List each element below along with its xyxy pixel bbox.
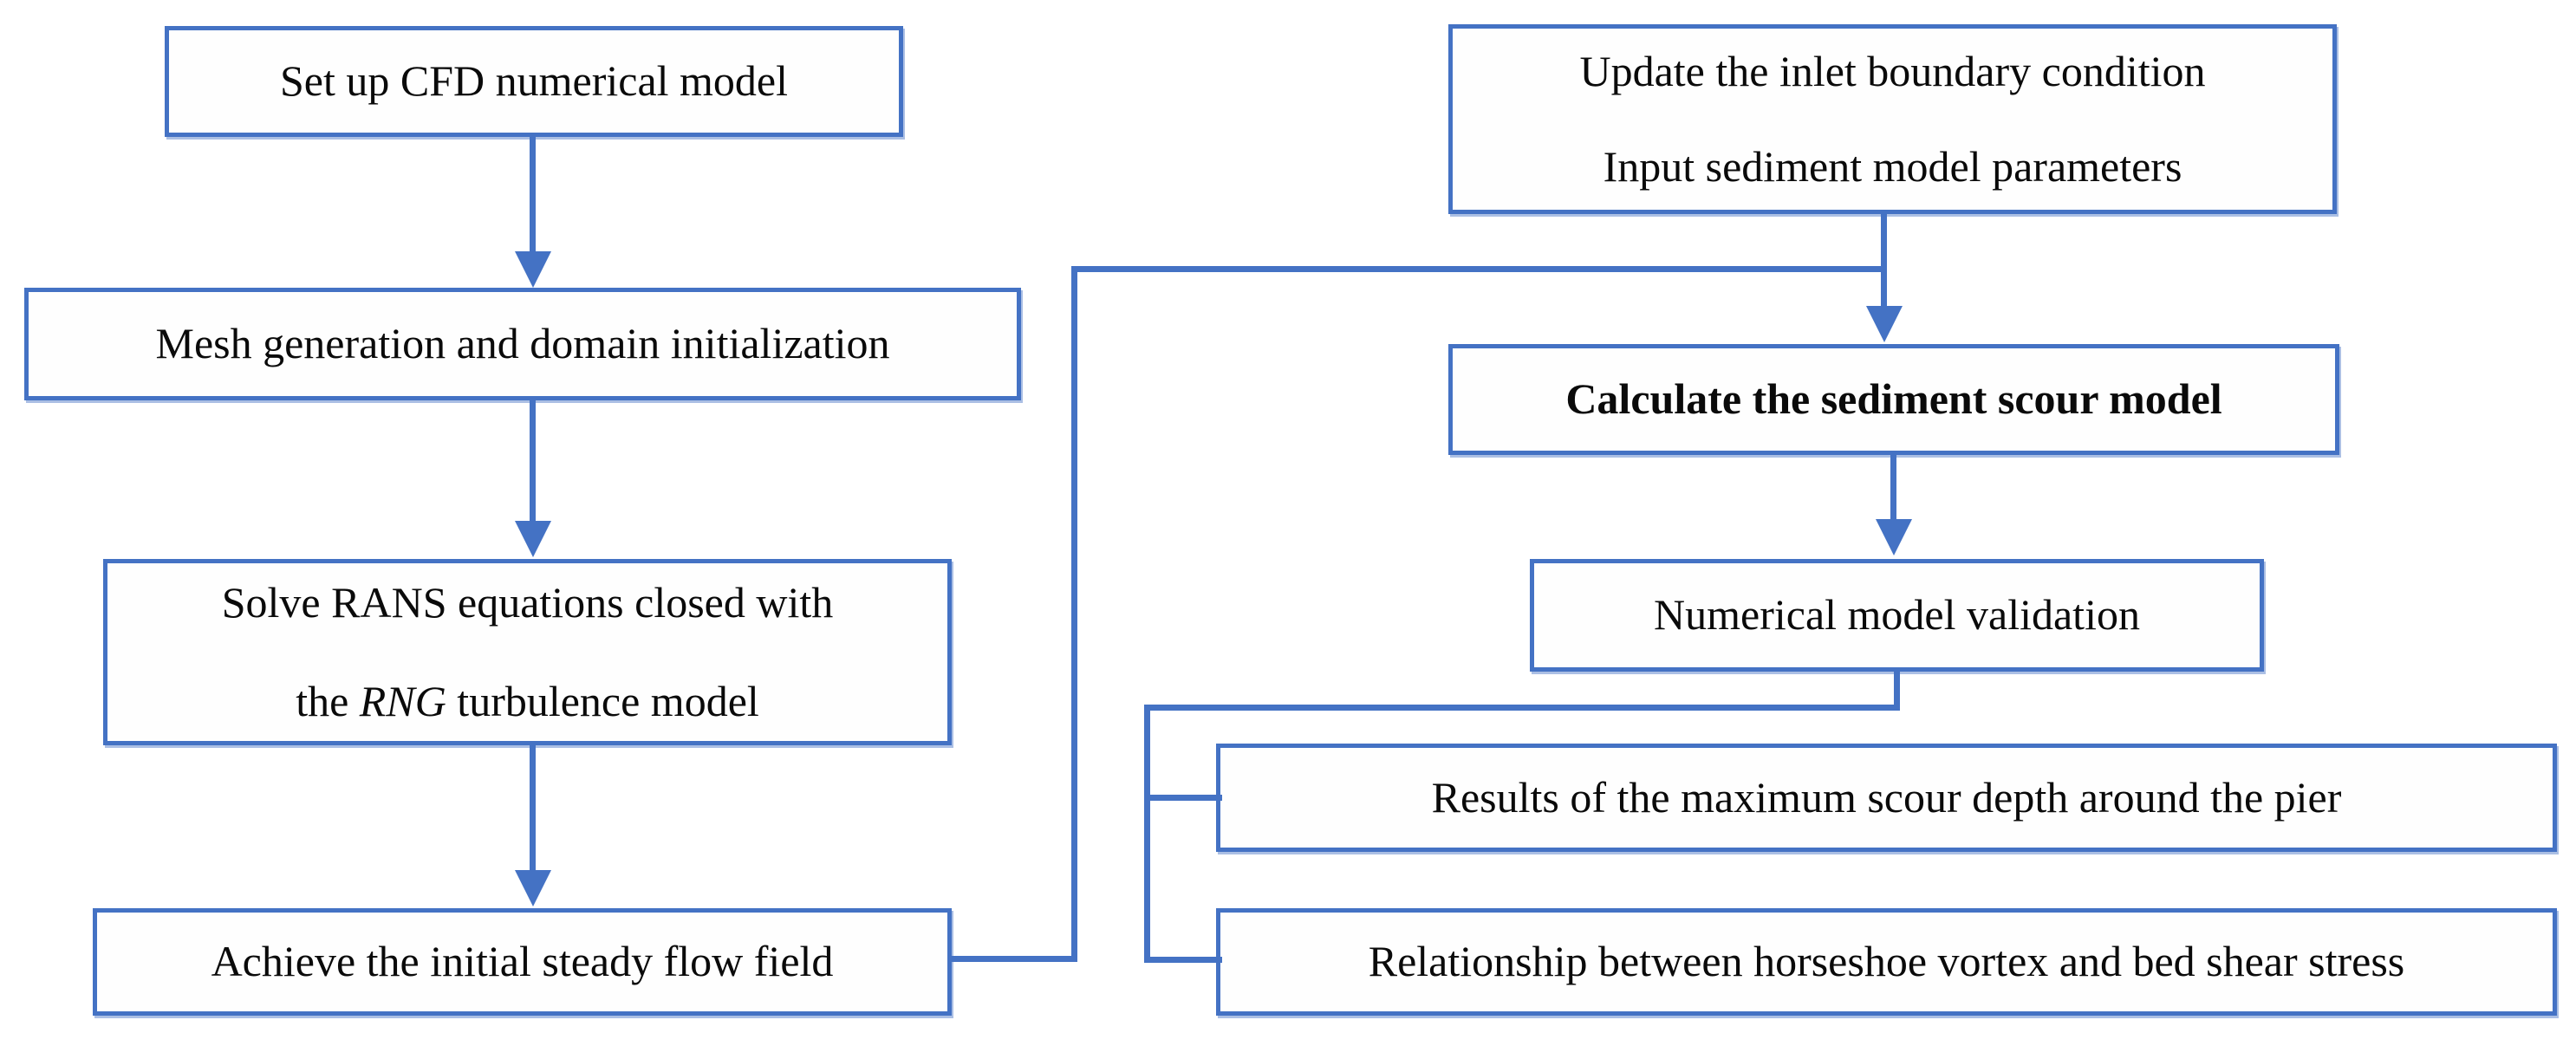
- edge-mesh-to-rans-arrowhead-icon: [515, 521, 551, 557]
- node-setup-cfd-model: Set up CFD numerical model: [165, 26, 903, 137]
- node-horseshoe-vortex-relationship-label: Relationship between horseshoe vortex an…: [1368, 937, 2405, 986]
- edge-setup-to-mesh-line: [530, 137, 536, 255]
- node-numerical-validation-label: Numerical model validation: [1654, 590, 2140, 640]
- edge-update-to-calculate-arrowhead-icon: [1866, 306, 1903, 342]
- node-mesh-generation: Mesh generation and domain initializatio…: [24, 288, 1021, 400]
- edge-loop-vertical-line: [1071, 266, 1077, 962]
- node-update-inlet-line1: Update the inlet boundary condition: [1579, 47, 2206, 95]
- node-setup-cfd-model-label: Set up CFD numerical model: [279, 56, 789, 106]
- node-solve-rans-line2: the RNG turbulence model: [296, 676, 759, 725]
- edge-validation-drop-line: [1894, 672, 1900, 711]
- edge-loop-top-horizontal-line: [1071, 266, 1887, 272]
- node-solve-rans-line1: Solve RANS equations closed with: [221, 578, 834, 627]
- edge-branch-to-results-stub-line: [1144, 795, 1222, 801]
- node-achieve-steady-flow: Achieve the initial steady flow field: [93, 908, 952, 1016]
- node-calculate-sediment-scour-label: Calculate the sediment scour model: [1565, 374, 2222, 424]
- node-solve-rans: Solve RANS equations closed with the RNG…: [103, 559, 952, 745]
- node-horseshoe-vortex-relationship: Relationship between horseshoe vortex an…: [1216, 908, 2557, 1016]
- edge-update-to-calculate-line: [1881, 214, 1887, 308]
- node-numerical-validation: Numerical model validation: [1530, 559, 2264, 672]
- edge-branch-to-relationship-stub-line: [1144, 957, 1222, 963]
- edge-calculate-to-validation-line: [1890, 455, 1896, 523]
- edge-achieve-stub-line: [952, 956, 1077, 962]
- node-update-inlet-line2: Input sediment model parameters: [1603, 141, 2182, 191]
- node-achieve-steady-flow-label: Achieve the initial steady flow field: [211, 937, 834, 986]
- edge-rans-to-achieve-arrowhead-icon: [515, 870, 551, 906]
- node-results-max-scour-depth-label: Results of the maximum scour depth aroun…: [1431, 772, 2342, 822]
- edge-mesh-to-rans-line: [530, 400, 536, 525]
- edge-rans-to-achieve-line: [530, 745, 536, 872]
- node-calculate-sediment-scour: Calculate the sediment scour model: [1448, 344, 2339, 455]
- node-results-max-scour-depth: Results of the maximum scour depth aroun…: [1216, 744, 2557, 852]
- node-update-inlet-boundary: Update the inlet boundary condition Inpu…: [1448, 24, 2337, 214]
- edge-branch-vertical-line: [1144, 705, 1150, 963]
- rng-italic-text: RNG: [359, 676, 446, 725]
- edge-branch-horizontal-line: [1144, 705, 1900, 711]
- node-mesh-generation-label: Mesh generation and domain initializatio…: [155, 319, 890, 368]
- edge-calculate-to-validation-arrowhead-icon: [1876, 519, 1912, 555]
- edge-setup-to-mesh-arrowhead-icon: [515, 251, 551, 288]
